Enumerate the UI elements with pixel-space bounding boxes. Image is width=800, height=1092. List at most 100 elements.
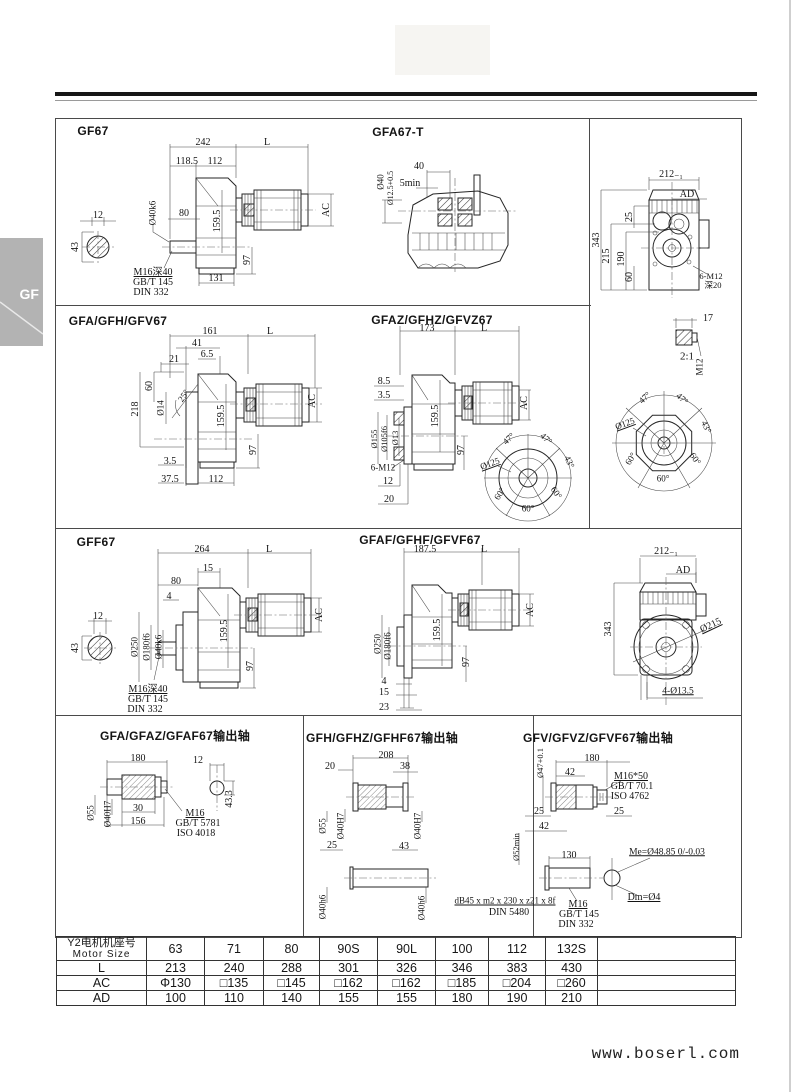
dim-label: 212₋₁ — [654, 546, 678, 557]
dim-label: 112 — [208, 474, 224, 485]
column-header: 80 — [263, 935, 320, 962]
dim-label: L — [265, 544, 273, 555]
divider — [55, 715, 741, 716]
dim-label: AC — [519, 396, 530, 410]
dim-label: M16 — [185, 808, 205, 819]
table-cell — [597, 975, 736, 992]
dim-label: 343 — [591, 232, 602, 248]
dim-label: 264 — [194, 544, 210, 555]
column-header: 112 — [488, 935, 546, 962]
dim-label: 12 — [193, 755, 203, 766]
dim-label: AC — [314, 608, 325, 622]
dim-label: 4 — [166, 591, 172, 602]
drawing-title: GFAZ/GFHZ/GFVZ67 — [371, 313, 493, 327]
dim-label: 25 — [534, 806, 544, 817]
column-header: 71 — [204, 935, 264, 962]
column-header: 100 — [435, 935, 489, 962]
dim-label: Ø180f6 — [382, 632, 393, 660]
table-cell: 110 — [204, 990, 264, 1007]
dim-label: dB45 x m2 x 230 x z21 x 8f — [454, 895, 556, 906]
dim-label: M16深40 — [133, 267, 173, 278]
dim-label: 80 — [171, 576, 181, 587]
table-cell: □260 — [545, 975, 598, 992]
table-cell: 180 — [435, 990, 489, 1007]
row-label: AC — [56, 975, 147, 992]
dim-label: Ø40h6 — [317, 894, 328, 920]
table-cell: 346 — [435, 960, 489, 977]
dim-label: 6-M12 — [699, 270, 723, 281]
dim-label: 2:1 — [679, 350, 695, 363]
dim-label: 159.5 — [219, 619, 230, 643]
dim-label: DIN 5480 — [488, 907, 530, 918]
dim-label: 40 — [414, 161, 424, 172]
dim-label: M12 — [694, 358, 705, 376]
dim-label: 242 — [195, 137, 211, 148]
dim-label: Ø52min — [510, 833, 521, 861]
dim-label: Ø40 — [375, 174, 386, 190]
dim-label: 20 — [325, 761, 335, 772]
row-label: AD — [56, 990, 147, 1007]
table-cell: 430 — [545, 960, 598, 977]
dim-label: 343 — [603, 621, 614, 637]
dim-label: GB/T 145 — [558, 909, 600, 920]
dim-label: 60 — [144, 381, 155, 391]
column-header: 90L — [377, 935, 436, 962]
dim-label: M16深40 — [128, 684, 168, 695]
table-cell: 210 — [545, 990, 598, 1007]
header-cn: Y2电机机座号 — [67, 937, 136, 949]
dim-label: 43 — [70, 242, 81, 252]
dim-label: 12 — [93, 611, 103, 622]
dim-label: GB/T 145 — [127, 694, 169, 705]
dim-label: 23 — [379, 702, 389, 713]
dim-label: 97 — [461, 657, 472, 667]
dim-label: Ø105f6 — [378, 426, 389, 452]
scan-watermark — [395, 25, 490, 75]
dim-label: ISO 4762 — [610, 791, 650, 802]
dim-label: Ø40k6 — [147, 200, 158, 226]
table-cell: □162 — [319, 975, 378, 992]
dim-label: Ø40k6 — [153, 634, 164, 660]
dim-label: L — [480, 323, 488, 334]
dim-label: 212₋₁ — [659, 169, 683, 180]
table-cell: 155 — [377, 990, 436, 1007]
dim-label: 80 — [179, 208, 189, 219]
dim-label: 159.5 — [432, 618, 443, 642]
dim-label: GB/T 145 — [132, 277, 174, 288]
table-cell: □162 — [377, 975, 436, 992]
dim-label: 60 — [624, 272, 635, 282]
table-cell: 288 — [263, 960, 320, 977]
dim-label: Ø14 — [155, 400, 166, 416]
dim-label: Ø250 — [129, 637, 140, 657]
dim-label: 15 — [379, 687, 389, 698]
dim-label: 6-M12 — [370, 462, 396, 473]
dim-label: Ø13 — [389, 430, 400, 446]
dim-label: 130 — [561, 850, 577, 861]
drawing-title: GFAF/GFHF/GFVF67 — [359, 533, 481, 547]
dim-label: Ø40H7 — [335, 812, 346, 840]
dim-label: 159.5 — [216, 404, 227, 428]
divider — [533, 715, 534, 936]
table-cell: □145 — [263, 975, 320, 992]
dim-label: DIN 332 — [127, 704, 163, 715]
side-tab-gf: GF — [0, 238, 44, 346]
dim-label: 深20 — [704, 279, 722, 290]
dim-label: Ø40H7 — [412, 812, 423, 840]
dim-label: Ø40h6 — [416, 895, 427, 921]
dim-label: 42 — [539, 821, 549, 832]
dim-label: Ø180f6 — [141, 633, 152, 661]
top-rule-thin — [55, 100, 757, 101]
header-en: Motor Size — [72, 949, 131, 961]
table-cell: 190 — [488, 990, 546, 1007]
dim-label: 218 — [130, 401, 141, 417]
